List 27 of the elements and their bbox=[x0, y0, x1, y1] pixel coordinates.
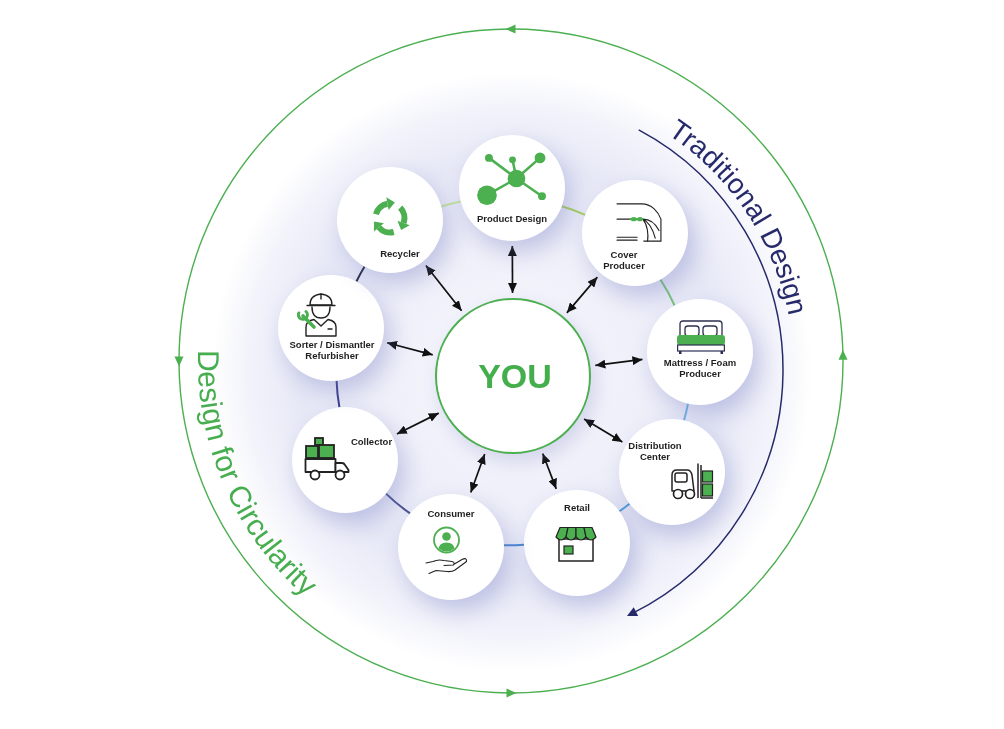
double-arrow bbox=[594, 356, 644, 369]
double-arrow bbox=[583, 418, 624, 443]
double-arrow bbox=[541, 452, 558, 490]
connector-line bbox=[335, 379, 341, 409]
double-arrow bbox=[396, 412, 440, 435]
double-arrow bbox=[425, 264, 463, 312]
connector-line bbox=[355, 265, 366, 283]
stage-label: Cover Producer bbox=[602, 249, 646, 271]
connector-line bbox=[560, 205, 587, 216]
stage-label: Retail bbox=[563, 502, 591, 513]
connector-line bbox=[683, 402, 689, 422]
connector-line bbox=[384, 492, 412, 515]
stage-label: Product Design bbox=[475, 213, 549, 224]
double-arrow bbox=[566, 276, 599, 314]
stage-label: Distribution Center bbox=[627, 440, 683, 462]
center-label: YOU bbox=[477, 356, 553, 396]
double-arrow bbox=[507, 245, 517, 294]
double-arrow bbox=[386, 341, 434, 357]
stage-label: Collector bbox=[350, 436, 393, 447]
stage-label: Mattress / Foam Producer bbox=[662, 357, 738, 379]
connector-line bbox=[440, 200, 462, 208]
stage-label: Sorter / Dismantler Refurbisher bbox=[288, 339, 376, 361]
stage-label: Recycler bbox=[379, 248, 421, 259]
connector-line bbox=[502, 543, 526, 547]
double-arrow bbox=[469, 453, 486, 494]
connector-line bbox=[618, 502, 631, 513]
stage-label: Consumer bbox=[426, 508, 476, 519]
